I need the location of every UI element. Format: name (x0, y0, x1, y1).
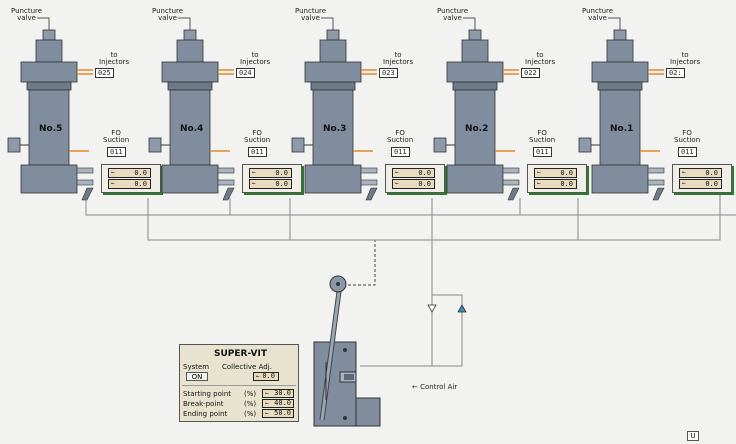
adjust-input-upper[interactable]: ←0.0 (392, 168, 435, 178)
injectors-value: 023 (379, 68, 398, 78)
unit-name: No.5 (39, 124, 63, 134)
super-vit-panel: SUPER-VIT System Collective Adj. ON ← 0.… (179, 344, 299, 422)
corner-u-button[interactable]: U (687, 431, 699, 441)
collective-adj-input[interactable]: ← 0.0 (253, 372, 279, 381)
adjust-panel: ←0.0 ←0.0 (527, 164, 587, 193)
suction-value: 011 (248, 147, 267, 157)
adjust-input-lower[interactable]: ←0.0 (249, 179, 292, 189)
injectors-value: 024 (236, 68, 255, 78)
unit-name: No.4 (180, 124, 204, 134)
sv-row-input[interactable]: ←30.0 (262, 389, 294, 398)
sv-row-input[interactable]: ←50.0 (262, 409, 294, 418)
sv-row-label: Break-point (183, 400, 224, 408)
pump-drawing (291, 17, 378, 201)
sv-row-unit: (%) (244, 390, 257, 398)
system-on-button[interactable]: ON (186, 372, 208, 381)
adjust-panel: ←0.0 ←0.0 (385, 164, 445, 193)
adjust-input-lower[interactable]: ←0.0 (679, 179, 722, 189)
sv-row-label: Starting point (183, 390, 232, 398)
super-vit-title: SUPER-VIT (214, 349, 267, 359)
sv-row-unit: (%) (244, 400, 257, 408)
unit-name: No.1 (610, 124, 634, 134)
control-air-label: ← Control Air (412, 383, 458, 391)
sv-row-input[interactable]: ←40.0 (262, 399, 294, 408)
adjust-input-lower[interactable]: ←0.0 (108, 179, 151, 189)
suction-value: 011 (391, 147, 410, 157)
unit-name: No.3 (323, 124, 347, 134)
adjust-input-upper[interactable]: ←0.0 (534, 168, 577, 178)
injectors-value: 022 (521, 68, 540, 78)
unit-name: No.2 (465, 124, 489, 134)
adjust-panel: ←0.0 ←0.0 (101, 164, 161, 193)
adjust-input-upper[interactable]: ←0.0 (679, 168, 722, 178)
adjust-panel: ←0.0 ←0.0 (672, 164, 732, 193)
adjust-input-upper[interactable]: ←0.0 (108, 168, 151, 178)
adjust-input-upper[interactable]: ←0.0 (249, 168, 292, 178)
adjust-input-lower[interactable]: ←0.0 (392, 179, 435, 189)
sv-row-unit: (%) (244, 410, 257, 418)
injectors-value: 02: (666, 68, 685, 78)
collective-adj-label: Collective Adj. (222, 363, 272, 371)
system-label: System (183, 363, 210, 371)
suction-value: 011 (533, 147, 552, 157)
pump-drawing (578, 17, 665, 201)
pump-drawing (148, 17, 235, 201)
suction-value: 011 (107, 147, 126, 157)
injectors-value: 025 (95, 68, 114, 78)
pump-drawing (433, 17, 520, 201)
suction-value: 011 (678, 147, 697, 157)
sv-row-label: Ending point (183, 410, 228, 418)
pump-drawing (7, 17, 94, 201)
adjust-panel: ←0.0 ←0.0 (242, 164, 302, 193)
adjust-input-lower[interactable]: ←0.0 (534, 179, 577, 189)
